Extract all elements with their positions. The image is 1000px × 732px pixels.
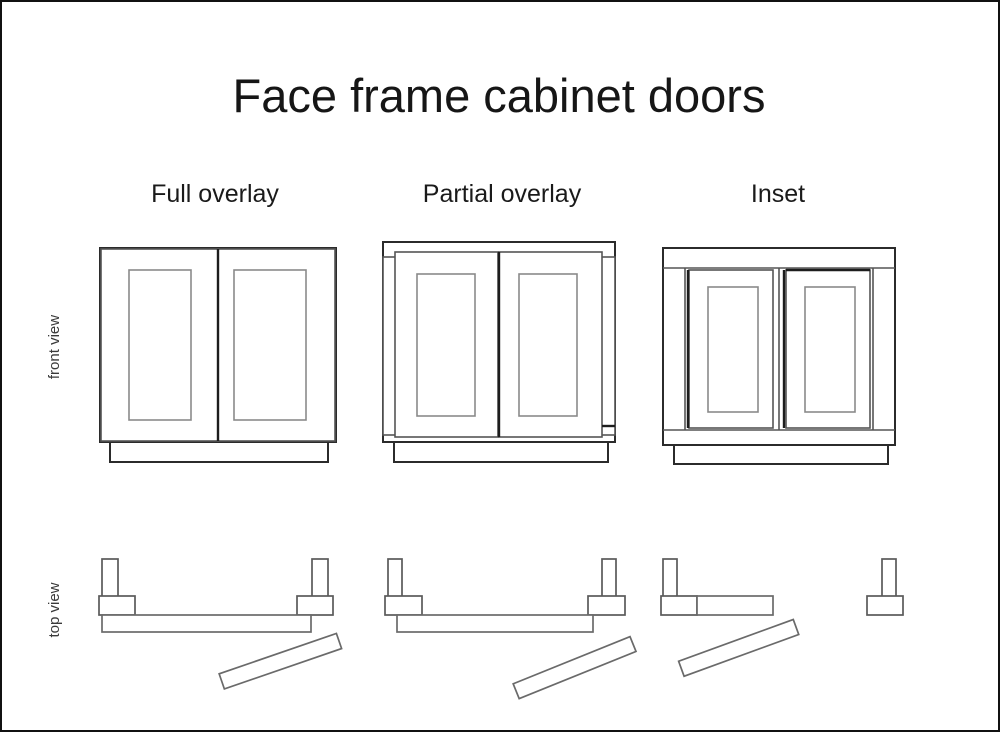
door-left [394, 251, 499, 438]
face-frame-stile-left [98, 595, 136, 616]
top-view-partial-overlay [384, 558, 638, 700]
face-frame-stile-left [660, 595, 698, 616]
door-left-panel [707, 286, 759, 413]
row-label-front-view: front view [46, 315, 63, 379]
base-plinth [109, 441, 329, 463]
door-open [512, 635, 638, 700]
base-plinth [393, 441, 609, 463]
door-right [217, 248, 336, 442]
door-right-panel [518, 273, 578, 417]
door-left-panel [128, 269, 192, 421]
door-right [498, 251, 603, 438]
column-heading-partial-overlay: Partial overlay [423, 180, 582, 208]
door-closed [396, 614, 594, 633]
door-closed [101, 614, 312, 633]
door-closed [696, 595, 774, 616]
column-heading-inset: Inset [751, 180, 805, 208]
base-plinth [673, 444, 889, 465]
column-heading-full-overlay: Full overlay [151, 180, 279, 208]
door-left-panel [416, 273, 476, 417]
top-view-full-overlay [98, 558, 343, 691]
door-left [100, 248, 219, 442]
door-open [677, 618, 800, 678]
page-title: Face frame cabinet doors [233, 69, 766, 122]
door-right-panel [804, 286, 856, 413]
front-view-partial-overlay [382, 241, 616, 463]
door-right [785, 269, 871, 429]
front-view-full-overlay [99, 247, 337, 463]
face-frame-stile-left [384, 595, 423, 616]
row-label-top-view: top view [46, 582, 63, 637]
door-open [218, 632, 343, 691]
face-frame-stile-right [296, 595, 334, 616]
face-frame-stile-right [587, 595, 626, 616]
door-right-panel [233, 269, 307, 421]
face-frame-stile-right [866, 595, 904, 616]
top-view-inset [660, 558, 904, 678]
front-view-inset [662, 247, 896, 465]
door-left [688, 269, 774, 429]
